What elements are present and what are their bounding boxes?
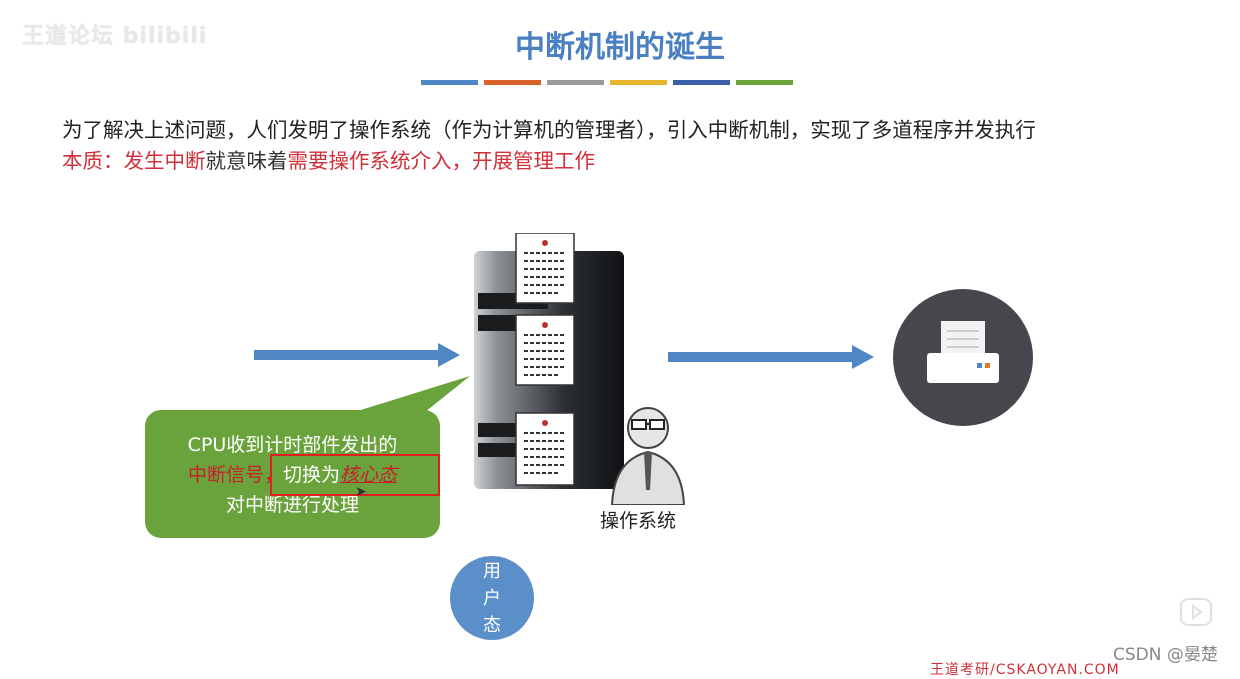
os-label: 操作系统	[600, 506, 676, 533]
title-underline-stripes	[421, 80, 793, 85]
bubble-interrupt-signal: 中断信号，	[188, 464, 283, 486]
user-mode-char: 户	[450, 585, 534, 612]
printer-icon	[893, 289, 1033, 426]
document-icon	[516, 315, 574, 385]
slide-title: 中断机制的诞生	[0, 22, 1240, 66]
user-mode-circle: 用 户 态	[450, 556, 534, 640]
printer-circle	[893, 289, 1033, 426]
essence-part2: 就意味着	[206, 149, 288, 173]
intro-text: 为了解决上述问题，人们发明了操作系统（作为计算机的管理者），引入中断机制，实现了…	[62, 113, 1036, 143]
stripe-orange	[484, 80, 541, 85]
essence-part3: 需要操作系统介入，开展管理工作	[288, 149, 596, 173]
stripe-gray	[547, 80, 604, 85]
user-mode-char: 态	[450, 612, 534, 639]
essence-part1: 本质：发生中断	[62, 149, 206, 173]
document-icon	[516, 233, 574, 303]
stripe-navy	[673, 80, 730, 85]
csdn-watermark: CSDN @晏楚	[1113, 640, 1218, 665]
operating-system-person-icon	[606, 400, 690, 505]
footer-text: 王道考研/CSKAOYAN.COM	[930, 659, 1120, 679]
stripe-green	[736, 80, 793, 85]
mouse-cursor-icon: ➤	[355, 484, 367, 500]
input-arrow	[254, 343, 460, 367]
play-icon[interactable]	[1180, 598, 1212, 626]
stripe-blue	[421, 80, 478, 85]
stripe-yellow	[610, 80, 667, 85]
output-arrow	[668, 345, 874, 369]
user-mode-char: 用	[450, 558, 534, 585]
document-icon	[516, 413, 574, 485]
essence-text: 本质：发生中断就意味着需要操作系统介入，开展管理工作	[62, 144, 595, 174]
